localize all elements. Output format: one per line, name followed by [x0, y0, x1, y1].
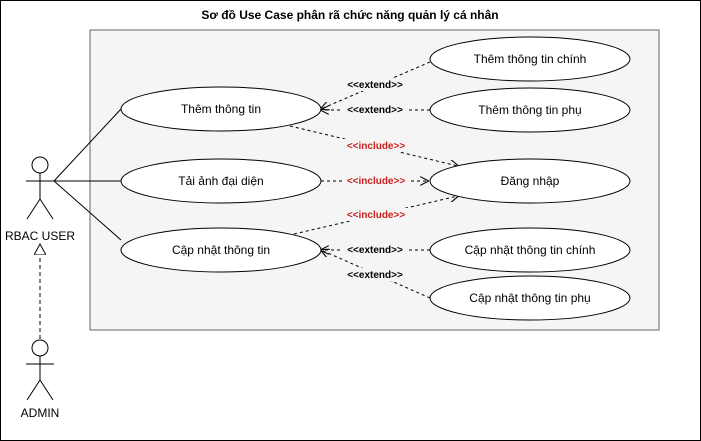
actor-head-icon	[31, 156, 49, 174]
actor-admin-label: ADMIN	[21, 406, 60, 420]
actor-right-leg	[39, 379, 54, 401]
extend-label: <<extend>>	[347, 270, 403, 281]
use-case-them-thong-tin-phu[interactable]	[429, 87, 631, 133]
extend-cap-nhat-phu-arrow	[321, 250, 431, 299]
use-case-label: Thêm thông tin	[181, 102, 261, 116]
use-case-label: Đăng nhập	[501, 174, 560, 188]
use-case-tai-anh-dai-dien[interactable]	[120, 158, 322, 204]
use-case-cap-nhat-thong-tin-phu[interactable]	[429, 275, 631, 321]
actor-left-leg	[26, 198, 41, 220]
use-case-label: Thêm thông tin chính	[474, 52, 587, 66]
use-case-dang-nhap[interactable]	[429, 158, 631, 204]
extend-label: <<extend>>	[347, 105, 403, 116]
actor-rbac-user-label: RBAC USER	[5, 229, 75, 243]
extend-label: <<extend>>	[347, 245, 403, 256]
use-case-label: Cập nhật thông tin	[172, 243, 270, 257]
association-them-thong-tin	[53, 108, 122, 182]
include-label: <<include>>	[347, 210, 406, 221]
actor-head-icon	[31, 339, 49, 357]
include-label: <<include>>	[347, 176, 406, 187]
actor-left-leg	[26, 379, 41, 401]
use-case-label: Tải ảnh đại diện	[178, 174, 263, 188]
use-case-cap-nhat-thong-tin-chinh[interactable]	[429, 227, 631, 273]
use-case-label: Thêm thông tin phụ	[478, 103, 581, 117]
relationship-labels: <<extend>> <<extend>> <<include>> <<incl…	[342, 78, 410, 281]
use-case-label: Cập nhật thông tin phụ	[469, 291, 590, 305]
use-case-them-thong-tin-chinh[interactable]	[429, 36, 631, 82]
use-case-cap-nhat-thong-tin[interactable]	[120, 227, 322, 273]
association-cap-nhat	[53, 180, 122, 241]
diagram-title: Sơ đồ Use Case phân rã chức năng quản lý…	[201, 8, 498, 22]
actor-admin	[26, 339, 54, 401]
include-label: <<include>>	[347, 141, 406, 152]
use-case-them-thong-tin[interactable]	[120, 86, 322, 132]
extend-them-chinh-arrow	[321, 61, 431, 109]
actor-right-leg	[39, 198, 54, 220]
actor-rbac-user	[26, 156, 54, 220]
use-case-label: Cập nhật thông tin chính	[465, 243, 596, 257]
extend-label: <<extend>>	[347, 80, 403, 91]
